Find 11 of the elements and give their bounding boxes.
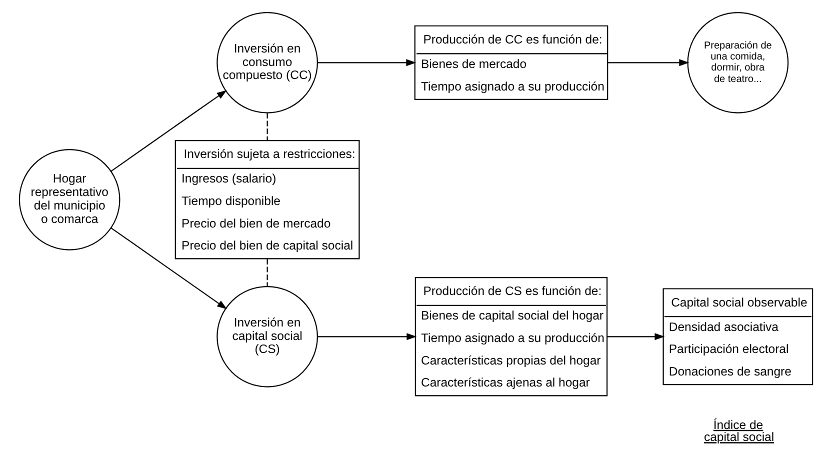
connector bbox=[266, 258, 268, 286]
arrow bbox=[607, 59, 689, 66]
node-circle: Preparación de una comida, dormir, obra de teatro... bbox=[686, 12, 788, 114]
arrow bbox=[110, 90, 226, 172]
arrow bbox=[606, 333, 664, 340]
label: Índice de capital social bbox=[703, 418, 774, 444]
connector bbox=[266, 112, 268, 140]
arrow bbox=[110, 228, 227, 310]
arrow bbox=[317, 59, 416, 66]
arrow bbox=[317, 333, 416, 340]
node-circle: Hogar representativo del municipio o comarca bbox=[18, 148, 120, 250]
